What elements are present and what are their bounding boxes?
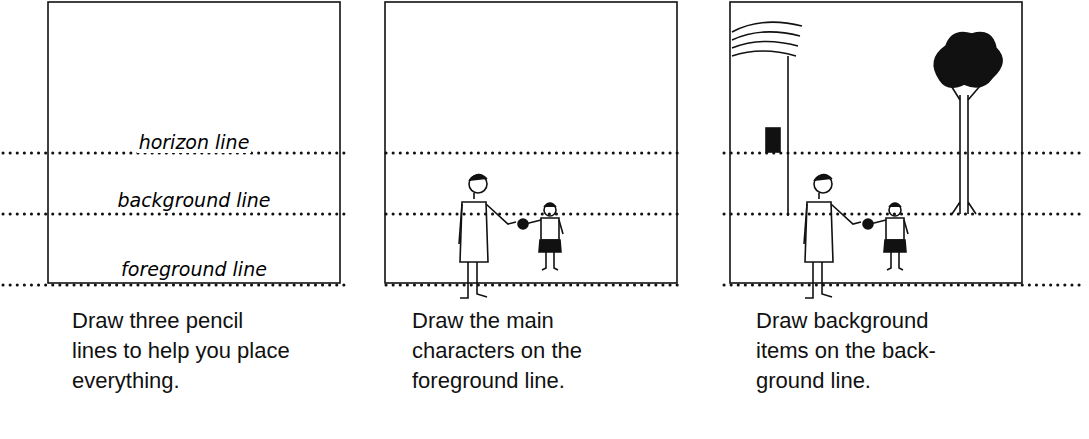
panel-frame [385,2,677,283]
guide-line-label: background line [115,189,272,211]
panel-frame [48,2,340,283]
step-caption: Draw background items on the back- groun… [756,306,956,396]
dotted-guides [3,153,1086,285]
guide-line-label: horizon line [137,131,252,153]
guide-line-label: foreground line [119,258,269,280]
step-caption: Draw three pencil lines to help you plac… [72,306,292,396]
step-caption: Draw the main characters on the foregrou… [412,306,622,396]
house-and-tree [732,22,1002,216]
panel-frame [730,2,1022,283]
